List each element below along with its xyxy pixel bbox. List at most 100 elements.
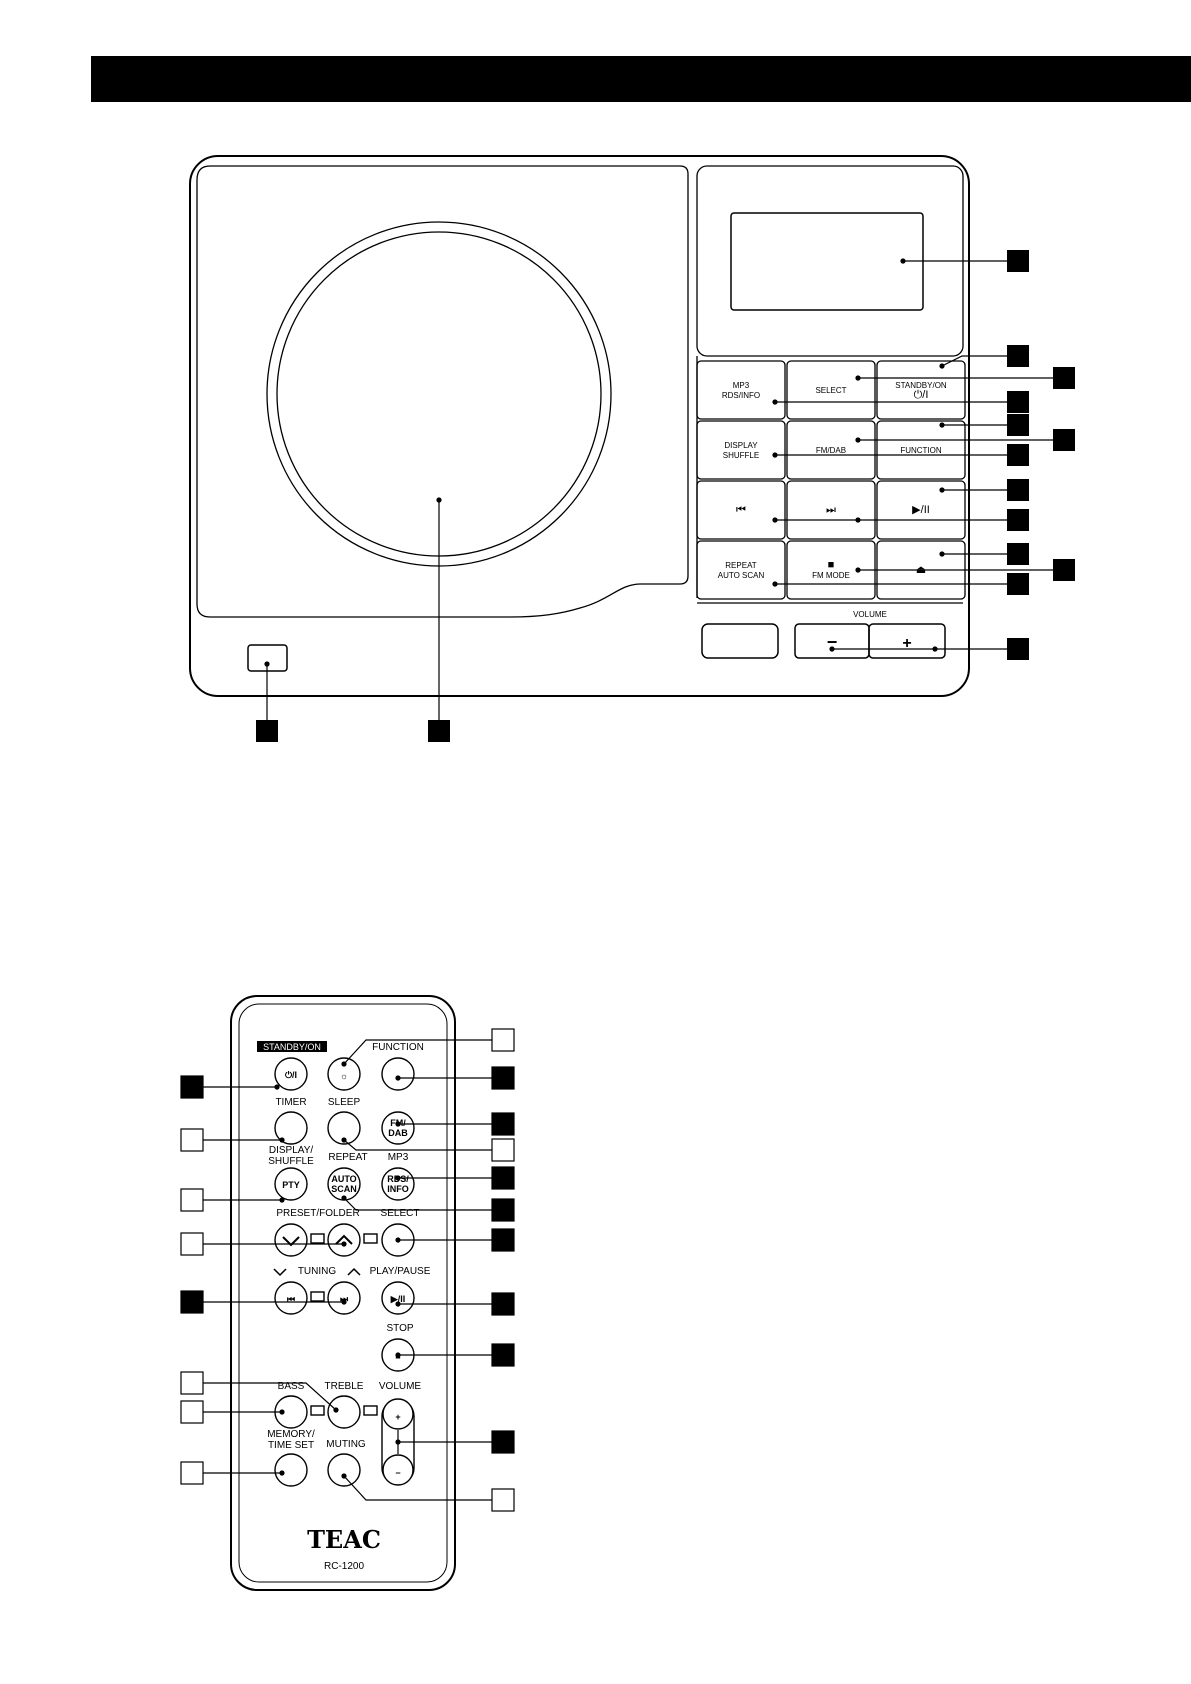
play-pause-button[interactable]: ▶/II xyxy=(876,480,966,540)
fm-dab-label-1: FM/DAB xyxy=(816,446,846,455)
callout-marker xyxy=(491,1228,515,1252)
play-pause-button-frame[interactable] xyxy=(876,480,966,540)
skip-forward-button[interactable]: ⏭ xyxy=(786,480,876,540)
play-pause-icon: ▶/II xyxy=(390,1294,405,1304)
fm-dab-button-frame[interactable] xyxy=(786,420,876,480)
memory-time-set-button[interactable] xyxy=(274,1453,308,1487)
volume-plus-label[interactable]: + xyxy=(902,635,911,652)
function-button[interactable]: FUNCTION xyxy=(876,420,966,480)
remote-callout-markers-right xyxy=(491,1028,515,1512)
skip-back-button[interactable] xyxy=(274,1281,308,1315)
unit-callouts xyxy=(264,258,1062,730)
callout-marker-open xyxy=(180,1461,204,1485)
auto-scan-line1: AUTO xyxy=(331,1174,356,1184)
play-pause-label: PLAY/PAUSE xyxy=(370,1266,431,1277)
select-button-frame[interactable] xyxy=(786,360,876,420)
leader-dot xyxy=(900,258,906,264)
callout-marker xyxy=(1053,367,1075,389)
preset-up-button[interactable] xyxy=(327,1223,361,1257)
standby-on-button[interactable]: STANDBY/ON⏻/I xyxy=(876,360,966,420)
treble-button[interactable] xyxy=(327,1395,361,1429)
play-pause-button[interactable] xyxy=(381,1281,415,1315)
callout-marker xyxy=(256,720,278,742)
leader-dot xyxy=(395,1121,401,1127)
leader-dot xyxy=(341,1061,347,1067)
mp3-rds-info-button-frame[interactable] xyxy=(696,360,786,420)
timer-label: TIMER xyxy=(275,1097,306,1108)
skip-back-label-1: ⏮ xyxy=(736,504,746,516)
standby-on-button-frame[interactable] xyxy=(876,360,966,420)
select-button[interactable]: SELECT xyxy=(786,360,876,420)
fm-dab-button[interactable]: FM/DAB xyxy=(786,420,876,480)
callout-marker xyxy=(1007,543,1029,565)
function-label-1: FUNCTION xyxy=(900,446,942,455)
leader-dot xyxy=(772,399,778,405)
leader-dot xyxy=(279,1137,285,1143)
leader-dot xyxy=(274,1084,280,1090)
standby-button[interactable] xyxy=(274,1057,308,1091)
leader-dot xyxy=(341,1473,347,1479)
callout-marker-open xyxy=(491,1488,515,1512)
leader-dot xyxy=(855,517,861,523)
leader-dot xyxy=(855,437,861,443)
leader-dot xyxy=(264,661,270,667)
remote-volume-label: VOLUME xyxy=(379,1381,422,1392)
callout-marker xyxy=(180,1075,204,1099)
function-button[interactable] xyxy=(381,1057,415,1091)
separator-tick xyxy=(310,1405,325,1416)
fm-dab-button[interactable] xyxy=(381,1111,415,1145)
volume-minus-label[interactable]: − xyxy=(827,632,838,652)
repeat-auto-scan-label-2: AUTO SCAN xyxy=(718,571,765,580)
callout-marker xyxy=(491,1166,515,1190)
leader-dot xyxy=(855,567,861,573)
display-shuffle-button-frame[interactable] xyxy=(696,420,786,480)
callout-marker-open xyxy=(180,1128,204,1152)
callout-marker xyxy=(1007,638,1029,660)
skip-forward-button-frame[interactable] xyxy=(786,480,876,540)
function-label: FUNCTION xyxy=(372,1042,424,1053)
callout-marker xyxy=(1053,429,1075,451)
callout-marker xyxy=(491,1198,515,1222)
callout-marker xyxy=(1007,509,1029,531)
leader-dot xyxy=(939,487,945,493)
remote-volume-down-button[interactable] xyxy=(382,1454,414,1486)
unit-callout-markers xyxy=(256,250,1075,742)
muting-label: MUTING xyxy=(326,1439,366,1450)
preset-down-button[interactable] xyxy=(274,1223,308,1257)
rds-info-button[interactable] xyxy=(381,1167,415,1201)
remote-volume-up-button[interactable] xyxy=(382,1398,414,1430)
chevron-down-icon xyxy=(282,1236,300,1247)
repeat-auto-scan-button-frame[interactable] xyxy=(696,540,786,600)
dimmer-icon: ☼ xyxy=(340,1071,348,1081)
fm-dab-line2: DAB xyxy=(388,1128,408,1138)
skip-forward-label-1: ⏭ xyxy=(826,504,836,516)
volume-text: VOLUME − + xyxy=(827,610,912,652)
volume-label: VOLUME xyxy=(853,610,887,619)
leader-dot xyxy=(279,1470,285,1476)
callout-marker xyxy=(1007,479,1029,501)
skip-back-button[interactable]: ⏮ xyxy=(696,480,786,540)
mp3-rds-info-label-1: MP3 xyxy=(733,381,750,390)
callout-marker-open xyxy=(180,1400,204,1424)
remote-callout-markers-left xyxy=(180,1075,204,1485)
skip-forward-button[interactable] xyxy=(327,1281,361,1315)
skip-forward-icon: ⏭ xyxy=(340,1294,349,1304)
sleep-button[interactable] xyxy=(327,1111,361,1145)
callout-marker xyxy=(1053,559,1075,581)
separator-tick xyxy=(310,1291,325,1302)
leader-dot xyxy=(939,551,945,557)
muting-button[interactable] xyxy=(327,1453,361,1487)
function-button-frame[interactable] xyxy=(876,420,966,480)
display-shuffle-label-1: DISPLAY xyxy=(724,441,758,450)
dimmer-button[interactable] xyxy=(327,1057,361,1091)
leader-dot xyxy=(395,1352,401,1358)
pty-button[interactable] xyxy=(274,1167,308,1201)
timer-button[interactable] xyxy=(274,1111,308,1145)
pty-symbol: PTY xyxy=(282,1180,300,1190)
tuning-down-chevron-icon xyxy=(273,1268,287,1277)
skip-back-button-frame[interactable] xyxy=(696,480,786,540)
memory-label-line1: MEMORY/ xyxy=(267,1429,315,1440)
